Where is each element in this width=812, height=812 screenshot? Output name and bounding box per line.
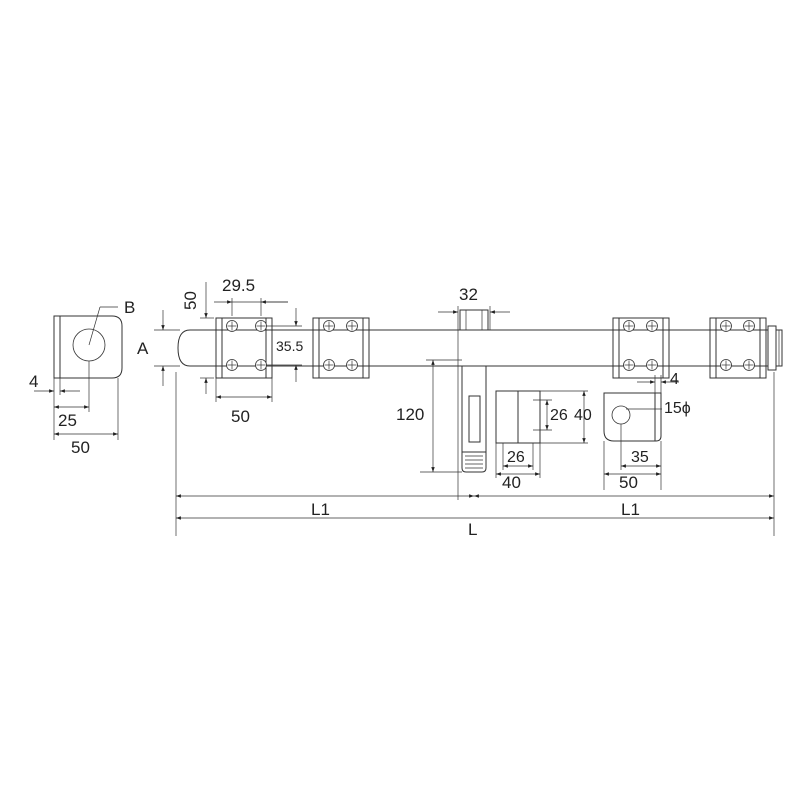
length-dims: L1 L1 L [175, 372, 775, 539]
label-small-plate-hole-v: 26 [550, 407, 568, 424]
label-handle-width: 32 [459, 285, 478, 304]
label-plate-width: 50 [71, 438, 90, 457]
label-half-length-left: L1 [311, 500, 330, 519]
label-hole-dia: B [124, 298, 135, 317]
small-bracket-plate [495, 390, 541, 444]
bracket-left-2 [312, 317, 370, 379]
label-handle-length: 120 [396, 405, 424, 424]
bracket-right-2 [709, 317, 767, 379]
label-left-plate-height: 50 [181, 291, 200, 310]
label-plate-thickness: 4 [29, 372, 38, 391]
label-small-plate-width: 40 [502, 473, 521, 492]
small-plate-dims: 26 40 26 40 [495, 390, 592, 492]
handle-dims: 32 120 [396, 285, 510, 500]
label-hole-offset: 25 [58, 411, 77, 430]
bracket-right-1 [612, 317, 670, 379]
label-bar-dia: A [137, 339, 149, 358]
label-bracket-width: 50 [231, 407, 250, 426]
label-eye-hole: 15ϕ [664, 400, 691, 417]
label-small-plate-height: 40 [574, 407, 592, 424]
label-small-plate-hole-h: 26 [507, 449, 525, 466]
bracket-dims: 50 29.5 35.5 50 [181, 276, 303, 426]
label-eye-hole-offset: 35 [631, 449, 649, 466]
label-half-length-right: L1 [621, 500, 640, 519]
label-eye-thickness: 4 [670, 371, 679, 388]
bar-diameter-dim: A [137, 310, 180, 386]
label-bracket-spacing: 29.5 [222, 276, 255, 295]
handle [459, 309, 489, 473]
label-eye-width: 50 [619, 473, 638, 492]
label-total-length: L [468, 520, 477, 539]
end-plate-side-view: B 4 25 50 [29, 298, 135, 457]
eye-plate [603, 392, 662, 442]
label-bracket-hole-pitch: 35.5 [276, 338, 303, 354]
eye-plate-dims: 4 15ϕ 35 50 [603, 371, 691, 492]
